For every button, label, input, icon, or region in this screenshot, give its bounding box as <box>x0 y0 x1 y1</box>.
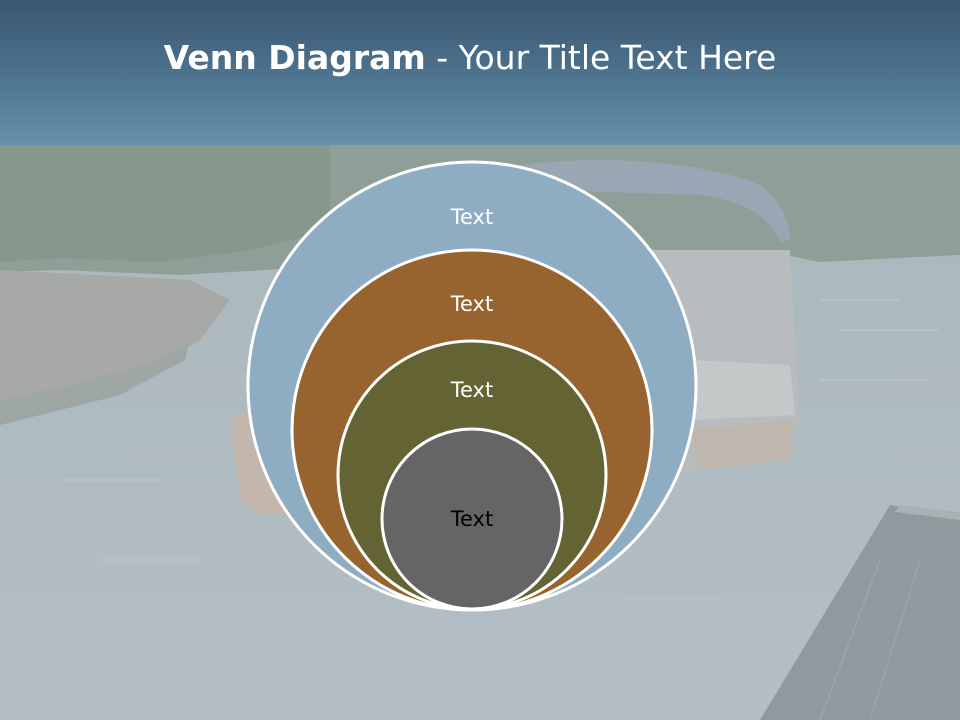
circle-inner-label: Text <box>450 507 493 531</box>
slide-title-bold: Venn Diagram <box>163 38 426 77</box>
circle-inner: Text <box>380 427 564 611</box>
slide-title-rest: - Your Title Text Here <box>425 38 777 77</box>
circle-inner-shape <box>380 427 564 611</box>
circle-second-label: Text <box>450 292 493 316</box>
title-bar: Venn Diagram - Your Title Text Here <box>0 0 960 145</box>
circle-third-label: Text <box>450 378 493 402</box>
circle-outer-label: Text <box>450 205 493 229</box>
slide-title: Venn Diagram - Your Title Text Here <box>0 38 940 77</box>
